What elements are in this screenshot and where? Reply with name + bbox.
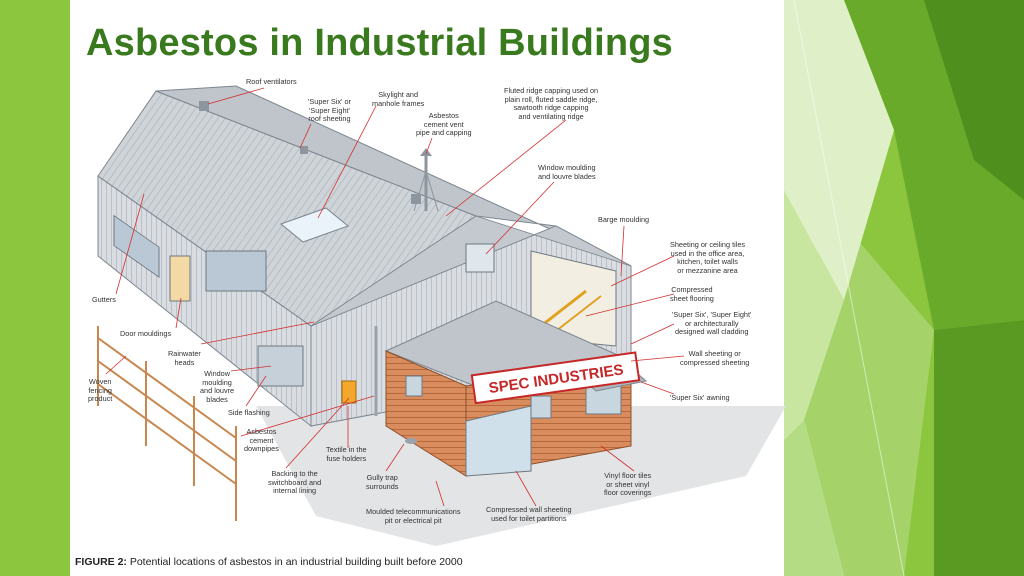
- leader-lines: [105, 87, 685, 507]
- label-ridge-capping: Fluted ridge capping used on plain roll,…: [504, 86, 599, 121]
- window: [465, 243, 495, 273]
- label-vinyl-floor: Vinyl floor tiles or sheet vinyl floor c…: [604, 471, 652, 498]
- roof-ventilator: [199, 101, 209, 111]
- left-accent-bar: [0, 0, 70, 576]
- roof-ventilator: [300, 146, 308, 154]
- label-downpipes: Asbestos cement downpipes: [244, 427, 279, 454]
- industrial-building-illustration: SPEC INDUSTRIES: [86, 76, 796, 548]
- office-window: [530, 395, 552, 419]
- window: [113, 214, 160, 278]
- figure-caption: FIGURE 2: Potential locations of asbesto…: [75, 556, 463, 568]
- label-barge: Barge moulding: [598, 215, 650, 224]
- label-wall-cladding: 'Super Six', 'Super Eight' or architectu…: [672, 310, 752, 337]
- label-awning: 'Super Six' awning: [670, 393, 730, 402]
- switchboard: [341, 380, 357, 404]
- caption-prefix: FIGURE 2:: [75, 556, 127, 568]
- label-side-flashing: Side flashing: [228, 408, 270, 417]
- label-door-mouldings: Door mouldings: [120, 329, 172, 338]
- roof-ventilator: [411, 194, 421, 204]
- ground-slab: [256, 406, 786, 546]
- building-diagram: SPEC INDUSTRIES: [97, 85, 786, 546]
- office-window: [585, 385, 622, 415]
- woven-fence: [97, 326, 237, 521]
- label-wall-sheeting: Wall sheeting or compressed sheeting: [680, 349, 750, 367]
- louvre-window: [257, 345, 304, 387]
- office-cutaway: [465, 405, 532, 477]
- stairs: [540, 289, 587, 328]
- label-roof-ventilators: Roof ventilators: [246, 77, 297, 86]
- label-window-moulding-left: Window moulding and louvre blades: [200, 369, 235, 404]
- label-super-six-roof: 'Super Six' or 'Super Eight' roof sheeti…: [308, 97, 351, 124]
- label-gully-trap: Gully trap surrounds: [366, 473, 399, 491]
- skylight: [279, 207, 350, 243]
- page-title: Asbestos in Industrial Buildings: [86, 22, 674, 64]
- label-textile-fuse: Textile in the fuse holders: [326, 445, 367, 463]
- window: [205, 250, 267, 292]
- label-rainwater-heads: Rainwater heads: [168, 349, 201, 367]
- label-switchboard: Backing to the switchboard and internal …: [268, 469, 322, 496]
- caption-text: Potential locations of asbestos in an in…: [129, 556, 463, 568]
- label-telecom-pit: Moulded telecommunications pit or electr…: [366, 507, 461, 525]
- interior-cutaway: [530, 250, 617, 347]
- label-ceiling-tiles: Sheeting or ceiling tiles used in the of…: [670, 240, 746, 275]
- label-toilet-partitions: Compressed wall sheeting used for toilet…: [486, 505, 572, 523]
- label-vent-pipe: Asbestos cement vent pipe and capping: [416, 111, 472, 138]
- label-gutters: Gutters: [92, 295, 116, 304]
- door: [169, 255, 191, 302]
- label-skylight: Skylight and manhole frames: [372, 90, 425, 108]
- office-window: [405, 375, 423, 397]
- label-window-moulding-top: Window moulding and louvre blades: [538, 163, 596, 181]
- label-woven-fencing: Woven fencing product: [88, 377, 113, 404]
- gully-trap: [405, 438, 417, 444]
- label-compressed-flooring: Compressed sheet flooring: [670, 285, 714, 303]
- right-decoration: [784, 0, 1024, 576]
